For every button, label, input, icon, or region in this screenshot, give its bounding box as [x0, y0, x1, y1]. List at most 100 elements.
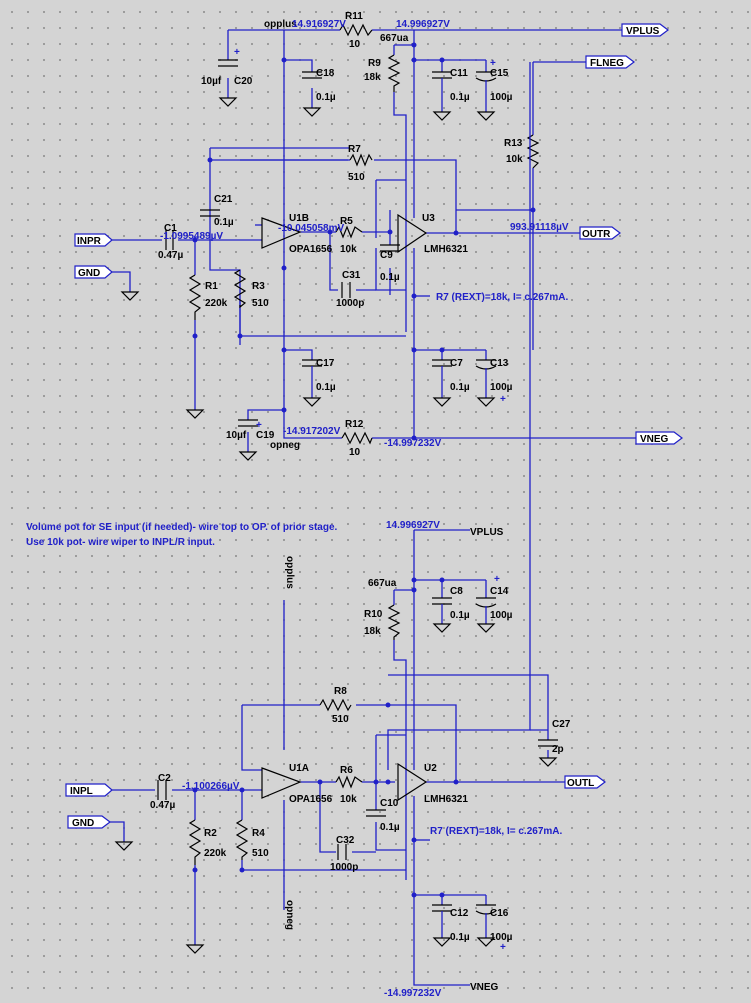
value-c11: 0.1µ [450, 92, 470, 103]
label-r12: R12 [345, 419, 364, 430]
readout-top-vplus: 14.996927V [396, 19, 450, 30]
capacitor-c20 [218, 59, 238, 67]
label-c19: C19 [256, 430, 275, 441]
opamp-u1b [261, 217, 302, 249]
readout-bot-current: 667ua [368, 578, 397, 589]
capacitor-c19 [238, 419, 258, 427]
net-label-flneg: FLNEG [590, 58, 624, 69]
top-junctions [192, 42, 536, 441]
label-c18: C18 [316, 68, 335, 79]
value-c10: 0.1µ [380, 822, 400, 833]
resistor-r7 [349, 153, 373, 167]
value-r13: 10k [506, 154, 523, 165]
label-u2: U2 [424, 763, 437, 774]
bottom-labels: Volume pot for SE input (if needed)- wir… [26, 520, 594, 999]
label-c13: C13 [490, 358, 509, 369]
buffer-u2 [397, 762, 428, 802]
capacitor-c14 [475, 597, 497, 608]
port-gnd-top [74, 265, 113, 279]
value-r1: 220k [205, 298, 228, 309]
capacitor-c18 [302, 71, 322, 79]
note-rext-top: R7 (REXT)=18k, I= c.267mA. [436, 292, 569, 303]
net-label-inpl: INPL [70, 786, 93, 797]
capacitor-c31 [341, 282, 351, 298]
bottom-ports [65, 775, 606, 829]
top-labels: opplus 14.916927V R11 10 14.996927V VPLU… [77, 11, 669, 458]
top-components [165, 23, 540, 445]
capacitor-c8 [432, 597, 452, 605]
value-c20: 10µf [201, 76, 222, 87]
label-c10: C10 [380, 798, 399, 809]
value-r3: 510 [252, 298, 269, 309]
label-r10: R10 [364, 609, 383, 620]
value-r2: 220k [204, 848, 227, 859]
net-label-outr: OUTR [582, 229, 611, 240]
label-r8: R8 [334, 686, 347, 697]
readout-top-out: 993.91118µV [510, 222, 569, 233]
note-volume-line2: Use 10k pot- wire wiper to INPL/R input. [26, 537, 215, 548]
net-label-opplus-bottom: opplus [284, 556, 295, 589]
resistor-r1 [188, 274, 202, 320]
net-label-outl: OUTL [567, 778, 594, 789]
label-r13: R13 [504, 138, 523, 149]
port-vplus [621, 23, 669, 37]
resistor-r12 [341, 431, 373, 445]
part-u1a: OPA1656 [289, 794, 333, 805]
value-r8: 510 [332, 714, 349, 725]
port-vneg [635, 431, 683, 445]
label-u1b: U1B [289, 213, 309, 224]
label-r5: R5 [340, 216, 353, 227]
value-r5: 10k [340, 244, 357, 255]
capacitor-c7 [432, 359, 452, 367]
label-r4: R4 [252, 828, 265, 839]
resistor-r6 [335, 775, 363, 789]
net-label-gnd-top: GND [78, 268, 100, 279]
readout-bot-vneg: -14.997232V [384, 988, 442, 999]
top-channel-wires [112, 29, 640, 452]
label-c17: C17 [316, 358, 335, 369]
value-c7: 0.1µ [450, 382, 470, 393]
label-c9: C9 [380, 250, 393, 261]
resistor-r10 [387, 604, 401, 640]
capacitor-c27 [538, 739, 558, 747]
net-label-vplus-bottom: VPLUS [470, 527, 504, 538]
capacitor-c32 [337, 844, 347, 860]
capacitor-c1 [165, 230, 174, 250]
net-label-gnd-bottom: GND [72, 818, 94, 829]
resistor-r11 [339, 23, 373, 37]
bottom-channel-wires [110, 62, 565, 986]
readout-top-u1b-out: -10.045058mV [278, 223, 344, 234]
label-c12: C12 [450, 908, 469, 919]
label-r6: R6 [340, 765, 353, 776]
polarity-c15: + [490, 58, 496, 69]
polarity-c16: + [500, 942, 506, 953]
value-c8: 0.1µ [450, 610, 470, 621]
readout-top-current: 667ua [380, 33, 409, 44]
value-c16: 100µ [490, 932, 513, 943]
value-c15: 100µ [490, 92, 513, 103]
value-r11: 10 [349, 39, 361, 50]
resistor-r4 [235, 819, 249, 860]
label-c21: C21 [214, 194, 233, 205]
net-label-vneg-top: VNEG [640, 434, 669, 445]
label-c8: C8 [450, 586, 463, 597]
resistor-r8 [319, 698, 352, 712]
readout-top-vneg: -14.997232V [384, 438, 442, 449]
readout-bot-in: -1.100266µV [182, 781, 240, 792]
value-c17: 0.1µ [316, 382, 336, 393]
part-u1b: OPA1656 [289, 244, 333, 255]
net-label-vneg-bottom: VNEG [470, 982, 499, 993]
value-r6: 10k [340, 794, 357, 805]
note-rext-bot: R7 (REXT)=18k, I= c.267mA. [430, 826, 563, 837]
label-c16: C16 [490, 908, 509, 919]
label-r2: R2 [204, 828, 217, 839]
label-u3: U3 [422, 213, 435, 224]
net-label-opneg-bottom: opneg [284, 900, 295, 930]
label-c11: C11 [450, 68, 468, 79]
label-c20: C20 [234, 76, 253, 87]
value-c27: 2p [552, 744, 564, 755]
top-ports [74, 23, 683, 445]
label-c7: C7 [450, 358, 463, 369]
polarity-c13: + [500, 394, 506, 405]
net-label-vplus-top: VPLUS [626, 26, 660, 37]
